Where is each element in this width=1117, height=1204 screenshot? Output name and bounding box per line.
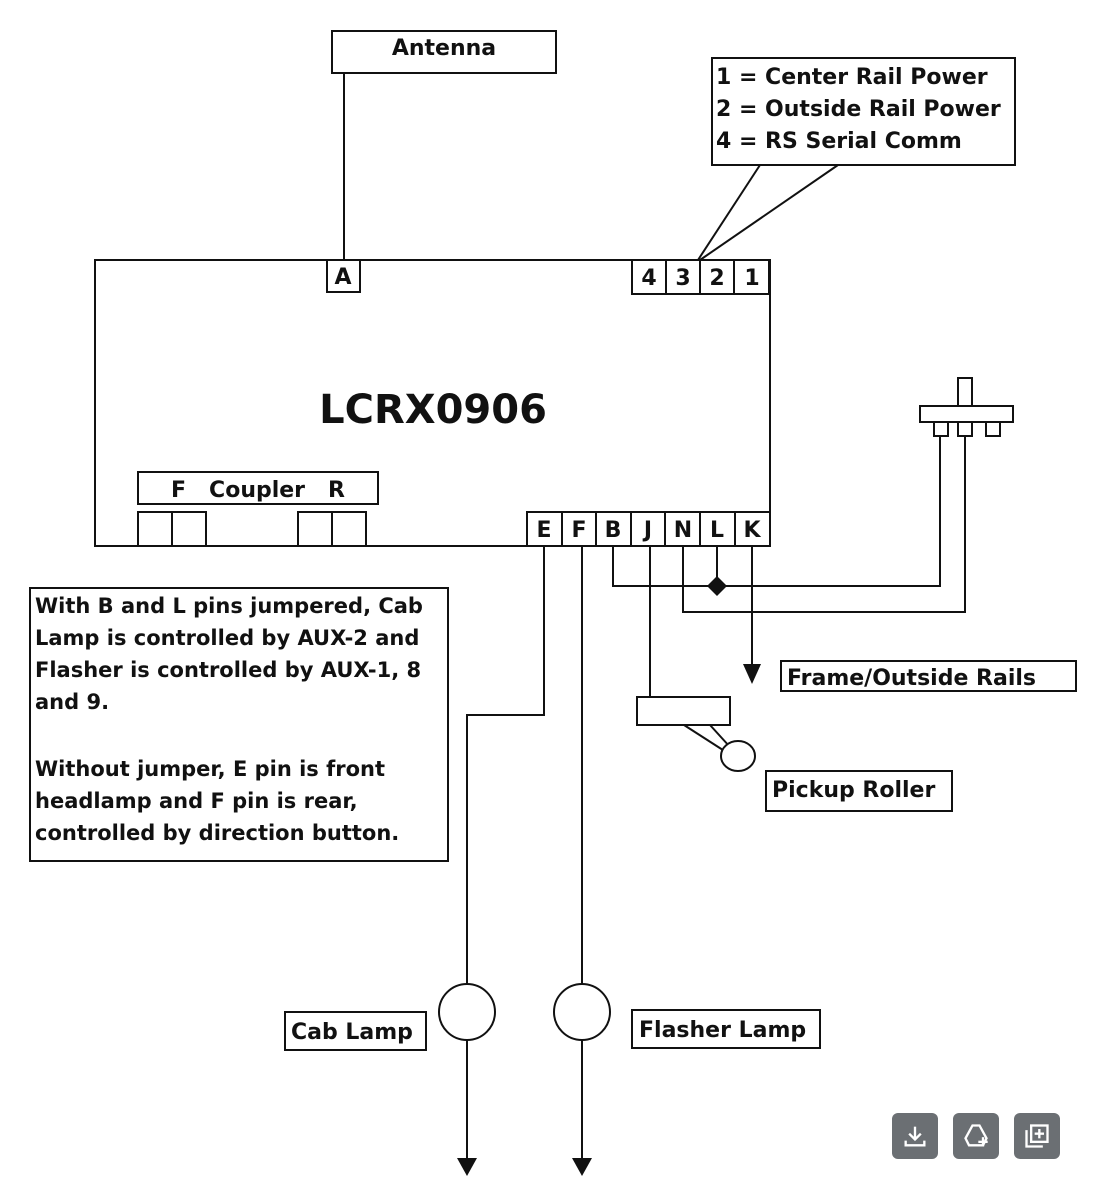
pin-f: F (571, 518, 586, 543)
pin-legend-callout: 1 = Center Rail Power 2 = Outside Rail P… (697, 57, 1016, 261)
legend-line-2: 2 = Outside Rail Power (716, 97, 1001, 122)
add-to-collection-icon (1025, 1124, 1049, 1148)
top-pin-3: 3 (675, 266, 690, 291)
note-line-7: headlamp and F pin is rear, (35, 789, 358, 813)
pin-n: N (674, 518, 692, 543)
board-title: LCRX0906 (319, 387, 547, 433)
switch-wiring (612, 436, 966, 613)
pin-j: J (642, 518, 652, 543)
coupler-label: F Coupler R (171, 478, 345, 503)
legend-line-1: 1 = Center Rail Power (716, 65, 988, 90)
antenna-label: Antenna (392, 36, 496, 61)
top-pin-1: 1 (744, 266, 759, 291)
cab-lamp-circuit: Cab Lamp (284, 546, 545, 1176)
cab-lamp-bulb (438, 983, 496, 1041)
flasher-lamp-bulb (553, 983, 611, 1041)
add-to-drive-button[interactable] (953, 1113, 999, 1159)
add-to-collection-button[interactable] (1014, 1113, 1060, 1159)
coupler-connector: F Coupler R (137, 471, 379, 547)
top-pin-2: 2 (709, 266, 724, 291)
pin-l: L (710, 518, 724, 543)
flasher-lamp-circuit: Flasher Lamp (553, 546, 821, 1176)
antenna-pin: A (334, 265, 351, 290)
jumper-junction (707, 576, 727, 596)
top-pin-4: 4 (641, 266, 656, 291)
note-line-1: With B and L pins jumpered, Cab (35, 594, 423, 618)
frame-ground-wire: Frame/Outside Rails (743, 546, 1077, 692)
note-line-2: Lamp is controlled by AUX-2 and (35, 626, 419, 650)
antenna-box: Antenna (331, 30, 557, 74)
flasher-lamp-label: Flasher Lamp (639, 1018, 806, 1043)
download-button[interactable] (892, 1113, 938, 1159)
antenna-pin-box (326, 259, 361, 293)
pin-e: E (536, 518, 551, 543)
note-line-8: controlled by direction button. (35, 821, 399, 845)
board: LCRX0906 A 4 3 2 1 F Coupler R (94, 259, 771, 547)
slide-switch (919, 377, 1014, 437)
pin-b: B (605, 518, 622, 543)
legend-line-3: 4 = RS Serial Comm (716, 129, 962, 154)
top-pin-strip: 4 3 2 1 (631, 259, 770, 295)
note-line-4: and 9. (35, 690, 109, 714)
bottom-pin-strip: E F B J N L K (526, 511, 771, 547)
pin-k: K (743, 518, 761, 543)
image-toolbar (892, 1113, 1060, 1159)
download-icon (904, 1126, 926, 1147)
pickup-roller: Pickup Roller (636, 546, 953, 812)
note-line-3: Flasher is controlled by AUX-1, 8 (35, 658, 421, 682)
pickup-roller-label: Pickup Roller (772, 778, 935, 803)
note-line-6: Without jumper, E pin is front (35, 757, 385, 781)
frame-label: Frame/Outside Rails (787, 666, 1036, 691)
cab-lamp-label: Cab Lamp (291, 1020, 413, 1045)
add-to-drive-icon (964, 1124, 988, 1147)
jumper-note: With B and L pins jumpered, Cab Lamp is … (29, 587, 449, 862)
